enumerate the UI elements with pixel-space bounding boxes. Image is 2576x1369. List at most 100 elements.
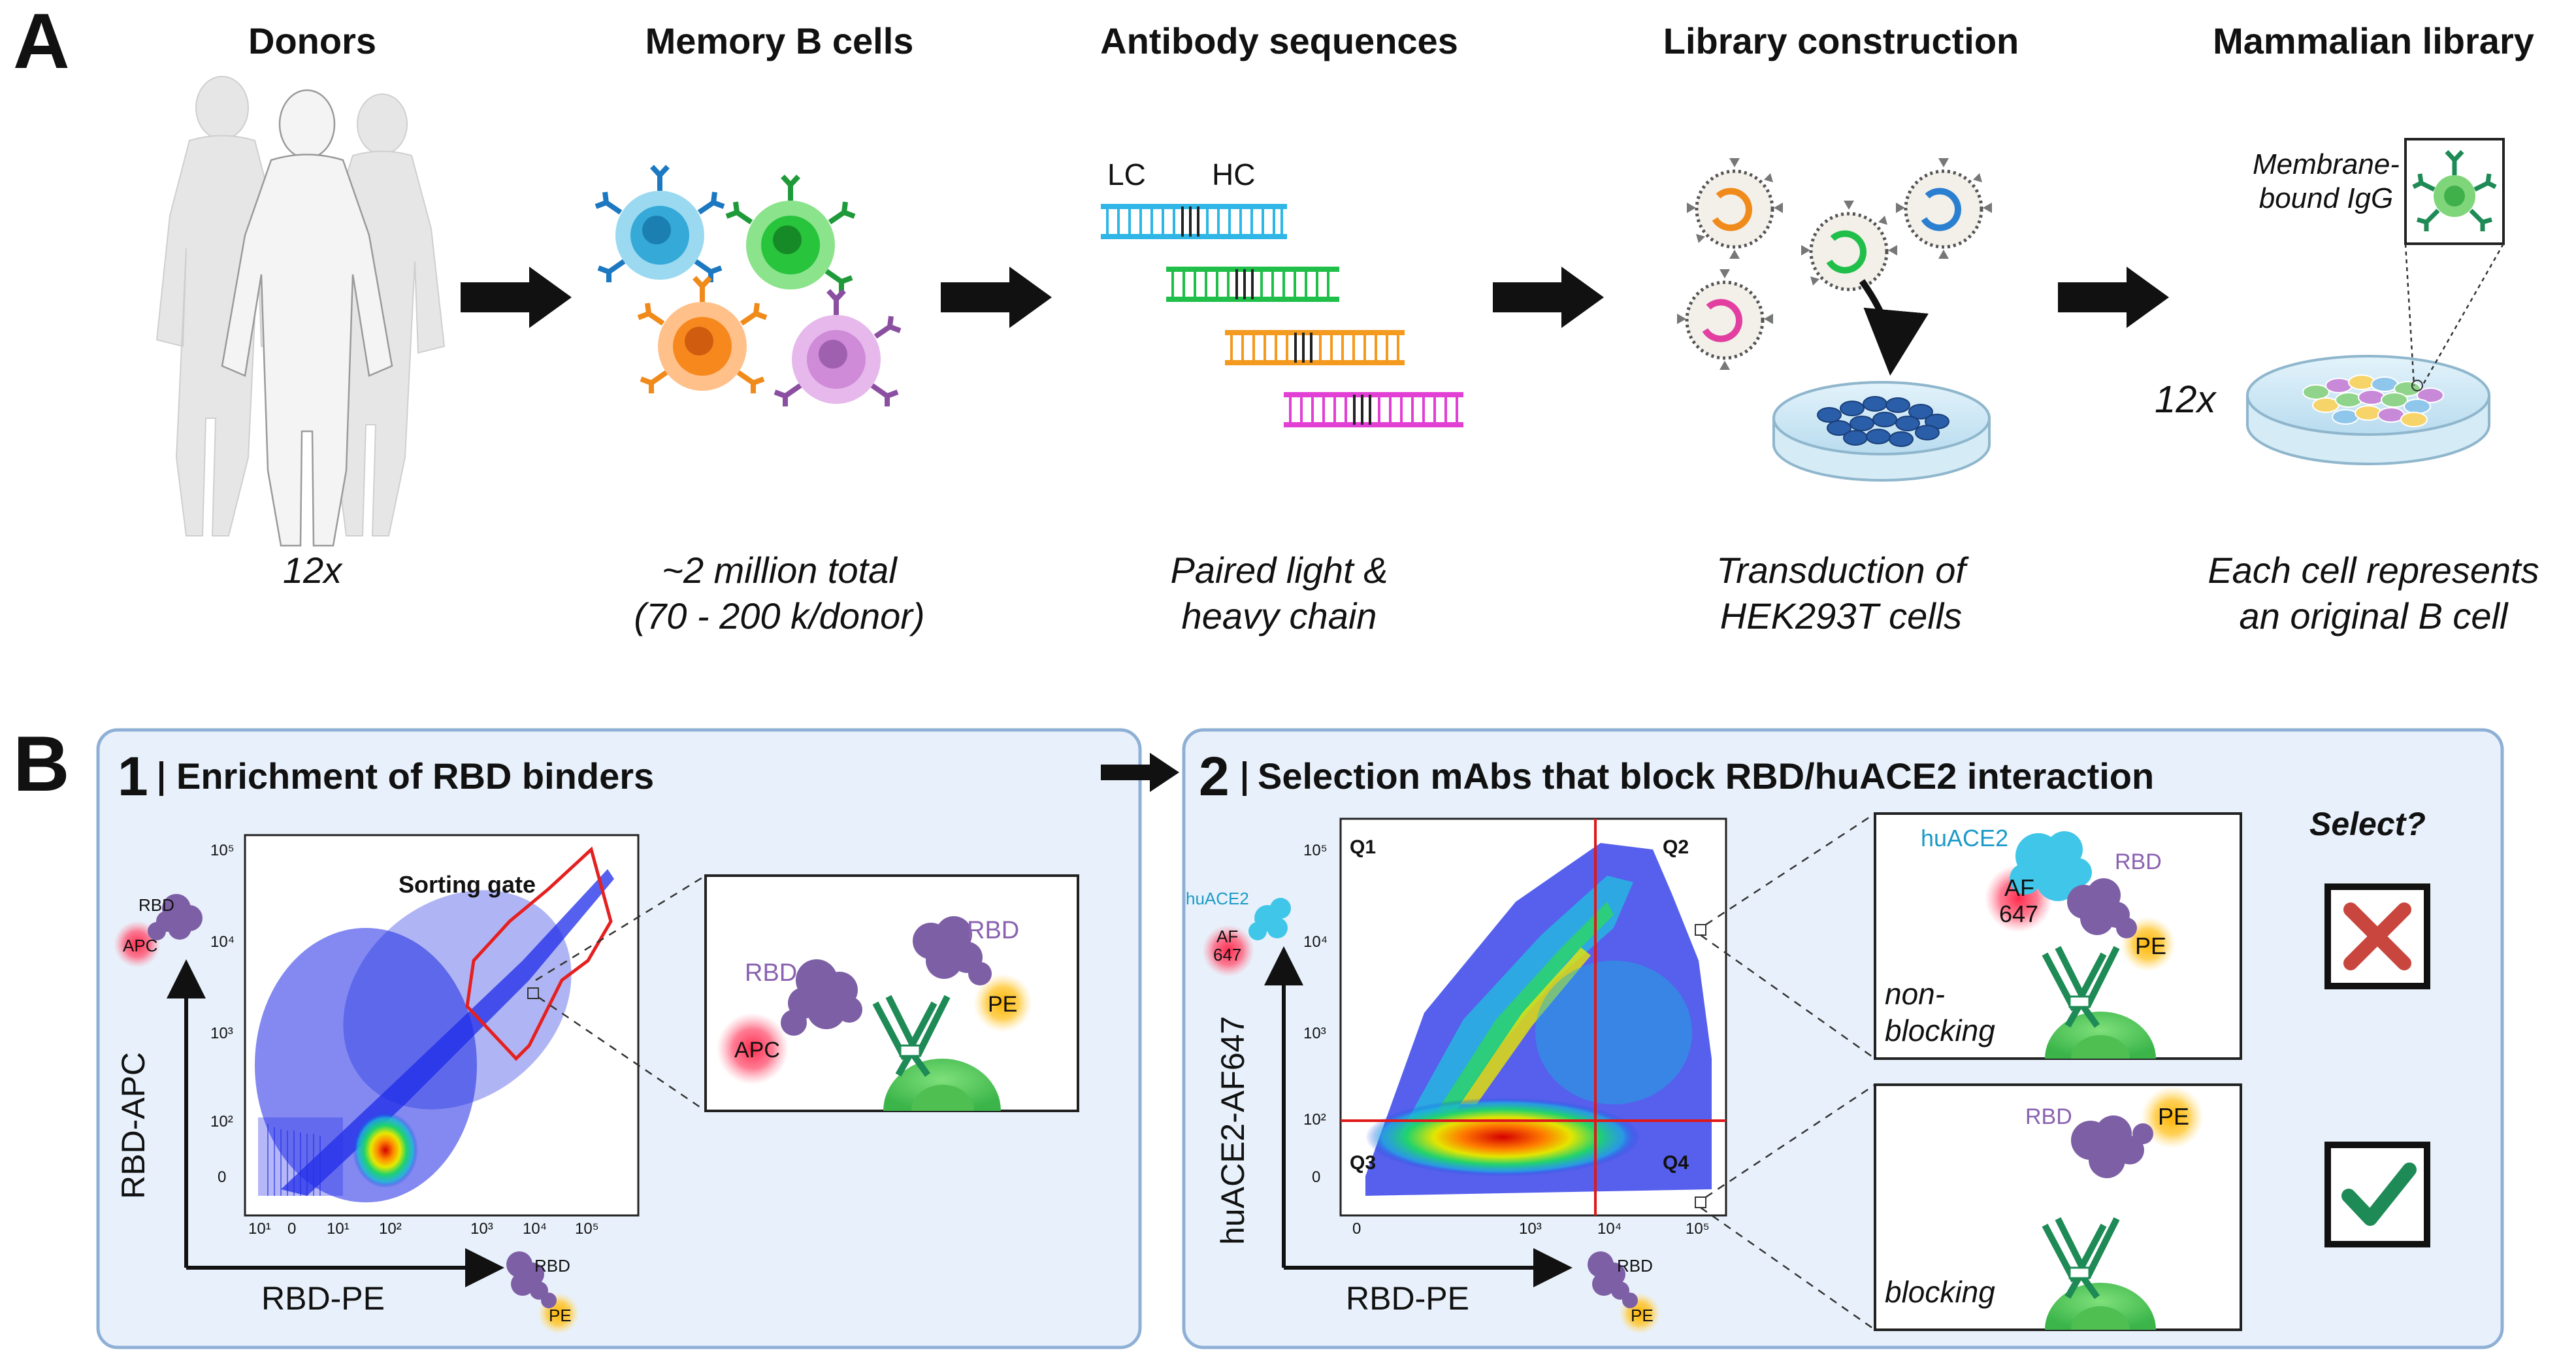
y-tick: 10⁵ xyxy=(1303,842,1328,859)
caption-line: Each cell represents xyxy=(2208,550,2539,591)
blocking-label: blocking xyxy=(1885,1275,1995,1309)
virus-3 xyxy=(1896,158,1992,259)
transduction-arrow xyxy=(1859,279,1929,376)
caption-line: an original B cell xyxy=(2239,595,2508,636)
x-tick: 10⁵ xyxy=(1686,1220,1710,1238)
box2-x-legend-molecule xyxy=(1588,1251,1661,1334)
caption-line: (70 - 200 k/donor) xyxy=(634,595,925,636)
caption-line: heavy chain xyxy=(1181,595,1377,636)
box2-legend-pe: PE xyxy=(1631,1306,1654,1325)
box2-legend-af: AF xyxy=(1216,927,1239,946)
quadrant-q3: Q3 xyxy=(1350,1152,1377,1174)
petri-dish-library xyxy=(2246,355,2490,465)
strand-cyan xyxy=(1101,204,1287,239)
box2-density xyxy=(1341,819,1726,1215)
virus-4 xyxy=(1677,269,1773,370)
box1-flow-plot xyxy=(167,834,640,1287)
y-tick: 10³ xyxy=(1303,1025,1326,1042)
box1-number: 1 xyxy=(118,746,148,807)
box2-number: 2 xyxy=(1199,746,1230,807)
x-tick: 0 xyxy=(1352,1220,1361,1238)
select-label: Select? xyxy=(2309,806,2426,842)
memory-b-cells xyxy=(595,165,902,406)
y-tick: 10³ xyxy=(210,1025,233,1042)
membrane-igg-inset xyxy=(2404,138,2505,386)
x-tick: 10¹ xyxy=(327,1220,350,1238)
y-tick: 10⁴ xyxy=(1303,933,1328,951)
nonblocking-rbd: RBD xyxy=(2115,849,2162,874)
donor-silhouettes xyxy=(155,76,446,547)
caption-line: Transduction of xyxy=(1716,550,1966,591)
stage-title-antibody-sequences: Antibody sequences xyxy=(1100,20,1458,61)
box2-title: Selection mAbs that block RBD/huACE2 int… xyxy=(1258,755,2155,797)
x-tick: 10⁵ xyxy=(575,1220,599,1238)
blocking-rbd: RBD xyxy=(2025,1104,2072,1129)
hc-label: HC xyxy=(1212,157,1256,191)
nonblocking-label-line: blocking xyxy=(1885,1014,1995,1047)
caption-antibody-sequences: Paired light & heavy chain xyxy=(1170,548,1388,639)
box1-y-axis-label: RBD-APC xyxy=(115,1051,152,1199)
box2-y-axis-label: huACE2-AF647 xyxy=(1215,1015,1251,1245)
panel-label-b: B xyxy=(13,720,70,808)
membrane-igg-label-line: bound IgG xyxy=(2258,182,2394,214)
petri-dish-hek xyxy=(1772,381,1991,482)
arrow-1 xyxy=(461,267,572,328)
box1-inset xyxy=(535,874,1079,1112)
panel-label-a: A xyxy=(13,0,70,85)
caption-mammalian-library: Each cell represents an original B cell xyxy=(2208,548,2539,639)
caption-donors: 12x xyxy=(283,548,342,593)
strand-green xyxy=(1166,267,1339,302)
arrow-3 xyxy=(1493,267,1604,328)
caption-library-construction: Transduction of HEK293T cells xyxy=(1716,548,1966,639)
y-tick: 0 xyxy=(1312,1168,1321,1186)
x-tick: 0 xyxy=(287,1220,297,1238)
membrane-igg-label-line: Membrane- xyxy=(2253,148,2400,180)
lc-label: LC xyxy=(1107,157,1146,191)
caption-line: HEK293T cells xyxy=(1720,595,1963,636)
nonblocking-pe: PE xyxy=(2135,932,2167,959)
caption-line: Paired light & xyxy=(1170,550,1388,591)
y-tick: 10⁴ xyxy=(210,933,235,951)
caption-memory-b-cells: ~2 million total (70 - 200 k/donor) xyxy=(634,548,924,639)
y-tick: 10² xyxy=(1303,1111,1326,1129)
stage-title-library-construction: Library construction xyxy=(1663,20,2019,61)
quadrant-q4: Q4 xyxy=(1663,1152,1689,1174)
x-tick: 10³ xyxy=(470,1220,493,1238)
arrow-2 xyxy=(941,267,1052,328)
box1-x-legend-molecule xyxy=(506,1251,579,1334)
box2-nonblocking-inset xyxy=(1700,812,2242,1060)
box1-legend-apc: APC xyxy=(123,936,158,955)
membrane-igg-label: Membrane- bound IgG xyxy=(2253,148,2400,216)
box1-legend-rbd: RBD xyxy=(139,895,174,915)
b-cell-orange xyxy=(637,276,768,393)
box1-title: Enrichment of RBD binders xyxy=(176,755,655,797)
virus-1 xyxy=(1687,158,1783,259)
stage-title-donors: Donors xyxy=(248,20,376,61)
nonblocking-label: non- blocking xyxy=(1885,976,1995,1049)
nonblocking-huace2: huACE2 xyxy=(1921,825,2009,851)
x-tick: 10⁴ xyxy=(523,1220,547,1238)
red-x-icon xyxy=(2324,883,2430,989)
antibody-sequence-strands xyxy=(1101,204,1463,427)
check-icon xyxy=(2324,1142,2430,1247)
caption-line: ~2 million total xyxy=(662,550,897,591)
mammalian-library-art xyxy=(2246,138,2505,465)
box2-legend-647: 647 xyxy=(1213,945,1242,965)
box2-legend-rbd: RBD xyxy=(1617,1256,1653,1276)
box2-y-legend-molecule xyxy=(1202,898,1291,977)
strand-orange xyxy=(1225,330,1405,365)
b-cell-blue xyxy=(595,165,725,282)
caption-line: 12x xyxy=(282,550,342,591)
b-cell-purple xyxy=(774,289,902,406)
box1-inset-rbd-left: RBD xyxy=(745,959,798,987)
library-construction-art xyxy=(1677,158,1992,482)
nonblocking-af: AF xyxy=(2004,874,2035,901)
virus-2 xyxy=(1801,201,1897,291)
nonblocking-label-line: non- xyxy=(1885,977,1946,1011)
box1-legend-pe: PE xyxy=(549,1306,572,1325)
library-multiplier: 12x xyxy=(2155,378,2216,421)
blocking-pe: PE xyxy=(2158,1103,2190,1130)
b-cell-green xyxy=(725,174,856,292)
